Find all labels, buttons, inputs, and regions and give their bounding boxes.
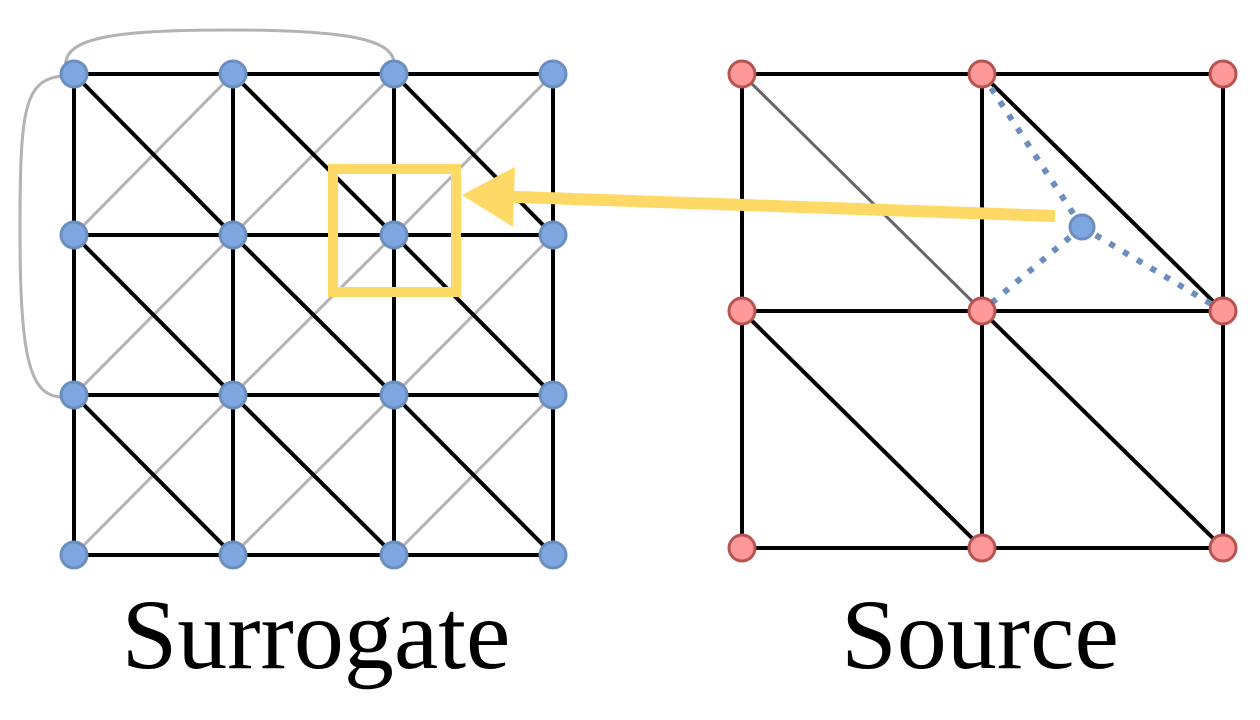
source-node (727, 533, 757, 563)
primary-diagonal (231, 233, 396, 397)
dotted-link (1080, 224, 1225, 314)
surrogate-node (218, 59, 248, 89)
primary-diagonal (392, 393, 555, 557)
primary-diagonal (72, 393, 235, 557)
surrogate-node (379, 540, 409, 570)
source-node (727, 296, 757, 326)
surrogate-node (379, 380, 409, 410)
source-node (1208, 296, 1238, 326)
source-label: Source (841, 579, 1119, 690)
surrogate-node (538, 220, 568, 250)
wrap-edge (64, 28, 396, 71)
primary-diagonal (231, 393, 396, 557)
surrogate-node (59, 540, 89, 570)
surrogate-node (218, 380, 248, 410)
primary-diagonal (392, 72, 555, 237)
surrogate-node (59, 220, 89, 250)
arrow-head-icon (462, 166, 516, 227)
diagonal-edge (740, 309, 984, 550)
surrogate-wrap-edges (18, 28, 396, 399)
surrogate-node (379, 59, 409, 89)
source-mesh (727, 59, 1238, 563)
arrow-shaft (509, 190, 1056, 222)
primary-diagonal (392, 233, 555, 397)
source-node (1208, 59, 1238, 89)
source-node (727, 59, 757, 89)
source-node (1208, 533, 1238, 563)
surrogate-node (59, 380, 89, 410)
surrogate-node (538, 59, 568, 89)
surrogate-node (218, 540, 248, 570)
surrogate-node (379, 220, 409, 250)
wrap-edge (18, 74, 63, 399)
diagonal-edge (980, 72, 1225, 313)
source-nodes (727, 59, 1238, 563)
surrogate-node (59, 59, 89, 89)
surrogate-node (538, 380, 568, 410)
surrogate-label: Surrogate (122, 579, 511, 690)
dotted-link (980, 224, 1084, 314)
barycentric-links (979, 72, 1225, 314)
mapping-arrow (462, 166, 1056, 227)
diagonal-edge (740, 72, 984, 313)
primary-diagonal (72, 233, 235, 397)
primary-diagonal (72, 72, 235, 237)
highlight-box (328, 164, 461, 297)
diagonal-edge (980, 309, 1225, 550)
primary-diagonal (231, 72, 396, 237)
query-point (1068, 213, 1096, 241)
source-node (967, 533, 997, 563)
surrogate-node (538, 540, 568, 570)
surrogate-node (218, 220, 248, 250)
surrogate-primary-edges (72, 72, 555, 557)
source-node (967, 296, 997, 326)
surrogate-nodes (59, 59, 568, 570)
source-node (967, 59, 997, 89)
surrogate-mesh (18, 28, 568, 570)
